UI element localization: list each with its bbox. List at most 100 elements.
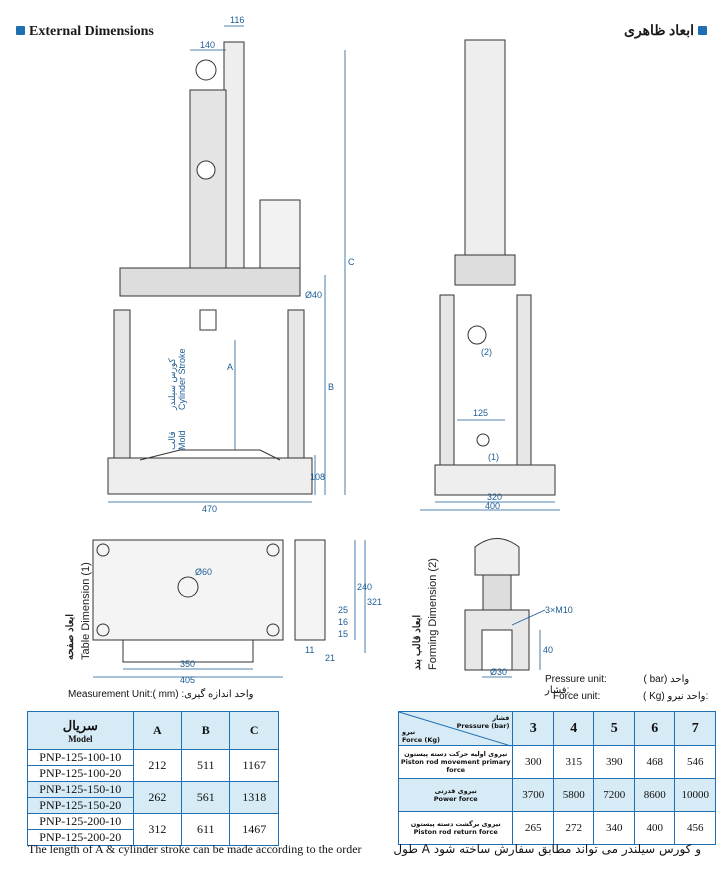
dim-label: 350 <box>180 659 195 669</box>
mold-fa: قالب <box>167 431 177 450</box>
dim-label: 16 <box>338 617 348 627</box>
dim-label: 25 <box>338 605 348 615</box>
force-cell: 400 <box>633 811 676 845</box>
value-cell: 262 <box>132 781 183 814</box>
dim-label: 21 <box>325 653 335 663</box>
corner-pressure-unit: (bar) <box>491 722 510 730</box>
pressure-unit-value: ( bar) <box>643 674 668 685</box>
corner-force-fa: نیرو <box>402 728 416 736</box>
side-view-drawing: 125 320 400 (2) (1) <box>420 39 560 511</box>
force-cell: 546 <box>674 745 716 779</box>
dim-label: 400 <box>485 501 500 511</box>
force-row-label-fa: نیروی قدرتی <box>434 787 477 795</box>
force-corner-header: فشار Pressure (bar) نیرو Force (Kg) <box>397 711 514 747</box>
footer-note-en: The length of A & cylinder stroke can be… <box>28 842 362 856</box>
force-row-label-fa: نیروی برگشت دسته پیستون <box>410 820 501 828</box>
table-dimension-drawing: ابعاد صفحه Table Dimension (1) Ø60 240 3… <box>65 539 382 685</box>
force-table: فشار Pressure (bar) نیرو Force (Kg) 3 4 … <box>397 711 716 845</box>
forming-dimension-drawing: ابعاد قالب بند Forming Dimension (2) 3×M… <box>412 538 573 678</box>
value-cell: 561 <box>181 781 231 814</box>
force-cell: 5800 <box>552 778 595 812</box>
dim-label: 405 <box>180 675 195 685</box>
model-header-en: Model <box>68 733 93 744</box>
force-cell: 10000 <box>674 778 716 812</box>
force-cell: 340 <box>593 811 635 845</box>
model-cell: PNP-125-200-10 <box>27 813 134 830</box>
forming-dim-title-fa: ابعاد قالب بند <box>412 615 423 670</box>
force-cell: 468 <box>633 745 676 779</box>
front-view-drawing: 116 140 Ø40 C B A 108 470 کورس سیلندر Cy… <box>107 15 355 514</box>
pressure-header: 3 <box>512 711 554 746</box>
model-header: سریال Model <box>27 711 134 750</box>
marker-label: (1) <box>488 452 499 462</box>
table-dim-title-fa: ابعاد صفحه <box>65 614 76 660</box>
dim-label: 125 <box>473 408 488 418</box>
dim-label: 116 <box>230 15 244 25</box>
dim-label: 15 <box>338 629 348 639</box>
dim-label: 40 <box>543 645 553 655</box>
corner-pressure-fa: فشار <box>492 714 510 722</box>
corner-force-unit: (Kg) <box>424 736 441 744</box>
dim-label: 3×M10 <box>545 605 573 615</box>
force-row-label-en: Power force <box>433 795 478 803</box>
dim-label: 11 <box>305 645 314 655</box>
force-unit-en: Force unit: <box>553 691 601 702</box>
model-cell: PNP-125-150-20 <box>27 797 134 814</box>
force-unit-value: ( Kg) <box>643 691 665 702</box>
force-row-label: نیروی قدرتی Power force <box>397 778 514 812</box>
force-row-label-en: Piston rod movement primary force <box>400 758 511 774</box>
pressure-header: 7 <box>674 711 716 746</box>
value-cell: 511 <box>181 749 231 782</box>
model-cell: PNP-125-150-10 <box>27 781 134 798</box>
dim-label: Ø40 <box>305 290 322 300</box>
pressure-header: 6 <box>633 711 676 746</box>
dim-label: 470 <box>202 504 217 514</box>
dim-label: Ø60 <box>195 567 212 577</box>
model-cell: PNP-125-100-10 <box>27 749 134 766</box>
dim-label: Ø30 <box>490 667 507 677</box>
force-cell: 456 <box>674 811 716 845</box>
mold-en: Mold <box>177 430 187 450</box>
header-left-title: External Dimensions <box>29 24 154 39</box>
value-cell: 1318 <box>229 781 279 814</box>
col-header: C <box>229 711 279 750</box>
dim-label: C <box>348 257 355 267</box>
pressure-header: 5 <box>593 711 635 746</box>
force-row-label-en: Piston rod return force <box>413 828 498 836</box>
dim-label: 321 <box>367 597 382 607</box>
value-cell: 1467 <box>229 813 279 846</box>
force-unit-fa: واحد نیرو: <box>667 691 709 702</box>
force-row-label-fa: نیروی اولیه حرکت دسته پیستون <box>404 750 508 758</box>
cylinder-stroke-en: Cylinder Stroke <box>177 348 187 410</box>
value-cell: 1167 <box>229 749 279 782</box>
pressure-unit-en: Pressure unit: <box>545 674 607 685</box>
header-marker-icon <box>698 26 707 35</box>
force-cell: 3700 <box>512 778 554 812</box>
corner-pressure-en: Pressure <box>456 722 489 730</box>
footer-note-fa: طول A و کورس سیلندر می تواند مطابق سفارش… <box>393 842 701 856</box>
model-table: سریال Model A B C PNP-125-100-10 212 511… <box>27 711 279 846</box>
dim-label: 108 <box>310 472 325 482</box>
force-cell: 390 <box>593 745 635 779</box>
force-unit: Force unit: ( Kg) واحد نیرو: <box>553 691 713 702</box>
corner-force-en: Force <box>402 736 423 744</box>
force-cell: 8600 <box>633 778 676 812</box>
pressure-unit: Pressure unit: ( bar) واحد فشار: <box>545 674 710 696</box>
force-cell: 272 <box>552 811 595 845</box>
col-header: B <box>181 711 231 750</box>
force-row-label: نیروی اولیه حرکت دسته پیستون Piston rod … <box>397 745 514 779</box>
marker-label: (2) <box>481 347 492 357</box>
model-cell: PNP-125-200-20 <box>27 829 134 846</box>
forming-dim-title-en: Forming Dimension (2) <box>427 558 439 670</box>
value-cell: 611 <box>181 813 231 846</box>
header-marker-icon <box>16 26 25 35</box>
corner-diagonal <box>398 711 512 747</box>
pressure-header: 4 <box>552 711 595 746</box>
col-header: A <box>132 711 183 750</box>
value-cell: 212 <box>132 749 183 782</box>
force-cell: 7200 <box>593 778 635 812</box>
model-cell: PNP-125-100-20 <box>27 765 134 782</box>
force-row-label: نیروی برگشت دسته پیستون Piston rod retur… <box>397 811 514 845</box>
dim-label: B <box>328 382 334 392</box>
corner-pressure: فشار Pressure (bar) <box>457 714 510 730</box>
